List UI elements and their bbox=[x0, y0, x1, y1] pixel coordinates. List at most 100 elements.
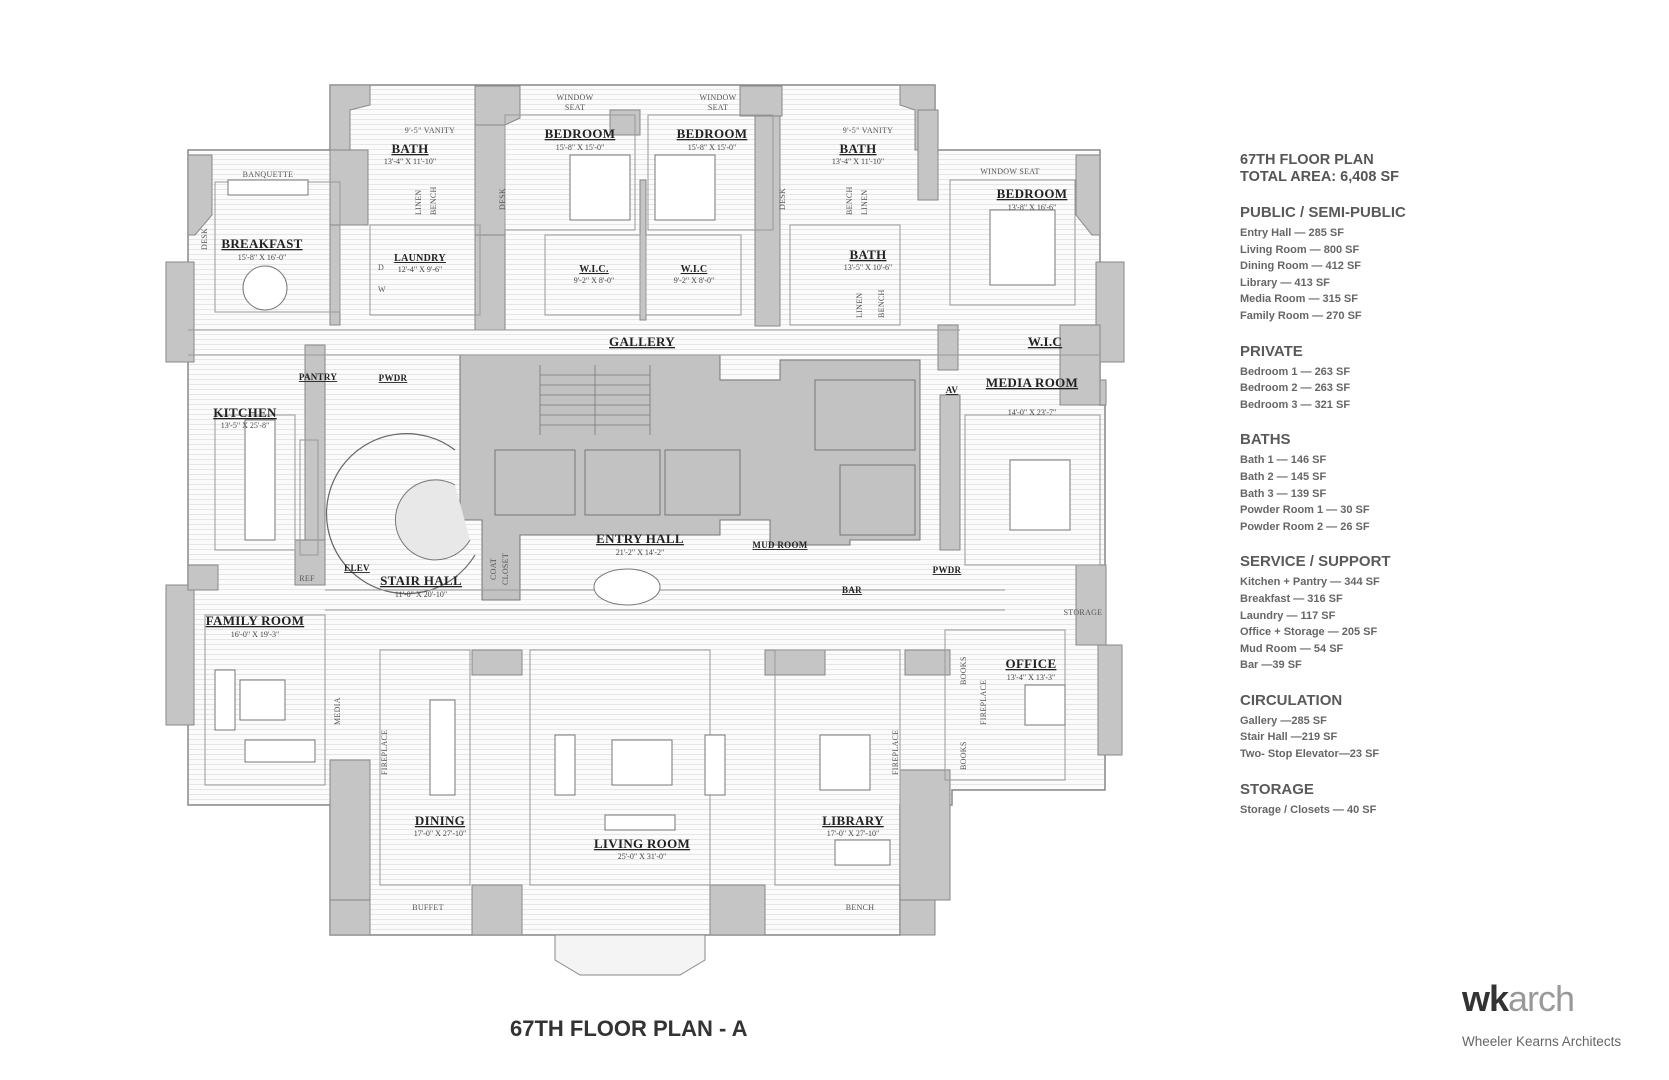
note-desk-1: DESK bbox=[200, 228, 209, 250]
note-banquette: BANQUETTE bbox=[243, 170, 294, 179]
legend-item: Bedroom 1 — 263 SF bbox=[1240, 365, 1351, 378]
legend-item: Mud Room — 54 SF bbox=[1240, 642, 1344, 655]
legend-title: 67TH FLOOR PLAN bbox=[1240, 152, 1374, 168]
room-label-bedroom-3: BEDROOM bbox=[997, 186, 1068, 201]
room-dim-library: 17'-0" X 27'-10" bbox=[827, 829, 880, 838]
legend-item: Bath 3 — 139 SF bbox=[1240, 487, 1327, 500]
note-closet: CLOSET bbox=[501, 553, 510, 585]
legend-item: Living Room — 800 SF bbox=[1240, 243, 1360, 256]
note-linen-2: LINEN bbox=[860, 190, 869, 216]
note-bench-3: BENCH bbox=[877, 289, 886, 318]
room-dim-bath-2: 13'-4" X 11'-10" bbox=[832, 157, 884, 166]
room-label-bath-3: BATH bbox=[849, 247, 886, 262]
legend-item: Library — 413 SF bbox=[1240, 276, 1330, 289]
note-desk-2: DESK bbox=[498, 188, 507, 210]
legend-item: Bedroom 2 — 263 SF bbox=[1240, 382, 1351, 395]
legend-item: Powder Room 2 — 26 SF bbox=[1240, 520, 1370, 533]
room-label-entry-hall: ENTRY HALL bbox=[596, 531, 684, 546]
note-vanity-1: 9'-5" VANITY bbox=[405, 126, 455, 135]
building-core bbox=[325, 354, 921, 601]
note-linen-3: LINEN bbox=[855, 293, 864, 319]
legend-heading: PUBLIC / SEMI-PUBLIC bbox=[1240, 204, 1406, 221]
legend-total-area: TOTAL AREA: 6,408 SF bbox=[1240, 169, 1399, 185]
room-dim-family-room: 16'-0" X 19'-3" bbox=[231, 630, 280, 639]
note-vanity-2: 9'-5" VANITY bbox=[843, 126, 893, 135]
note-bench-2: BENCH bbox=[845, 186, 854, 215]
legend-item: Breakfast — 316 SF bbox=[1240, 592, 1343, 605]
legend-sections: PUBLIC / SEMI-PUBLIC Entry Hall — 285 SF L… bbox=[1240, 204, 1470, 818]
legend-item: Powder Room 1 — 30 SF bbox=[1240, 504, 1370, 517]
room-dim-wic-2: 9'-2" X 8'-0" bbox=[674, 276, 715, 285]
note-desk-3: DESK bbox=[778, 188, 787, 210]
room-dim-living-room: 25'-0" X 31'-0" bbox=[618, 852, 667, 861]
room-label-elev: ELEV bbox=[344, 563, 370, 573]
room-label-pwdr-1: PWDR bbox=[379, 373, 408, 383]
room-label-stair-hall: STAIR HALL bbox=[380, 573, 462, 588]
room-label-wic-3: W.I.C bbox=[1028, 334, 1062, 349]
legend-item: Office + Storage — 205 SF bbox=[1240, 626, 1378, 639]
area-legend: 67TH FLOOR PLAN TOTAL AREA: 6,408 SF PUB… bbox=[1240, 152, 1470, 818]
legend-item: Media Room — 315 SF bbox=[1240, 293, 1358, 306]
legend-item: Entry Hall — 285 SF bbox=[1240, 227, 1344, 239]
room-dim-stair-hall: 11'-0" X 20'-10" bbox=[395, 590, 447, 599]
room-label-family-room: FAMILY ROOM bbox=[206, 613, 305, 628]
room-label-bath-1: BATH bbox=[391, 141, 428, 156]
room-dim-laundry: 12'-4" X 9'-6" bbox=[398, 265, 443, 274]
room-label-laundry: LAUNDRY bbox=[394, 253, 446, 264]
room-label-bath-2: BATH bbox=[839, 141, 876, 156]
sheet-title: 67TH FLOOR PLAN - A bbox=[510, 1016, 748, 1041]
room-label-office: OFFICE bbox=[1006, 656, 1057, 671]
legend-heading: CIRCULATION bbox=[1240, 691, 1343, 709]
room-labels: BREAKFAST 15'-8" X 16'-0" BATH 13'-4" X … bbox=[206, 126, 1078, 861]
logo-wk: wk bbox=[1462, 978, 1509, 1019]
note-bench: BENCH bbox=[846, 903, 875, 912]
legend-heading: BATHS bbox=[1240, 431, 1291, 449]
room-dim-kitchen: 13'-5" X 25'-8" bbox=[221, 421, 270, 430]
room-dim-bedroom-1: 15'-8" X 15'-0" bbox=[556, 143, 605, 152]
legend-item: Two- Stop Elevator—23 SF bbox=[1240, 748, 1380, 761]
note-fireplace-library: FIREPLACE bbox=[891, 730, 900, 775]
legend-item: Storage / Closets — 40 SF bbox=[1240, 803, 1377, 816]
room-label-kitchen: KITCHEN bbox=[213, 405, 277, 420]
legend-item: Bar —39 SF bbox=[1240, 659, 1302, 672]
firm-logo: wkarch bbox=[1462, 978, 1575, 1020]
legend-heading: SERVICE / SUPPORT bbox=[1240, 553, 1391, 571]
room-label-breakfast: BREAKFAST bbox=[221, 236, 302, 251]
note-buffet: BUFFET bbox=[412, 903, 444, 912]
note-books-2: BOOKS bbox=[959, 741, 968, 770]
room-label-av: AV bbox=[946, 385, 959, 395]
room-label-pantry: PANTRY bbox=[299, 372, 338, 382]
room-label-wic-1: W.I.C. bbox=[579, 264, 609, 275]
note-window-1: WINDOW bbox=[557, 93, 594, 102]
note-window-seat: WINDOW SEAT bbox=[980, 167, 1039, 176]
note-storage: STORAGE bbox=[1064, 608, 1103, 617]
note-fireplace-office: FIREPLACE bbox=[979, 680, 988, 725]
room-label-pwdr-2: PWDR bbox=[933, 565, 962, 575]
legend-item: Laundry — 117 SF bbox=[1240, 609, 1336, 622]
legend-item: Gallery —285 SF bbox=[1240, 714, 1327, 727]
legend-item: Bath 2 — 145 SF bbox=[1240, 470, 1327, 483]
note-linen-1: LINEN bbox=[414, 190, 423, 216]
note-seat-2: SEAT bbox=[708, 103, 728, 112]
room-dim-bath-3: 13'-5" X 10'-6" bbox=[844, 263, 893, 272]
furniture bbox=[214, 154, 1071, 866]
room-label-library: LIBRARY bbox=[822, 813, 884, 828]
legend-item: Family Room — 270 SF bbox=[1240, 309, 1362, 322]
room-label-bedroom-2: BEDROOM bbox=[677, 126, 748, 141]
room-label-living-room: LIVING ROOM bbox=[594, 836, 690, 851]
room-dim-bedroom-3: 13'-8" X 16'-6" bbox=[1008, 203, 1057, 212]
note-window-2: WINDOW bbox=[700, 93, 737, 102]
note-fireplace-dining: FIREPLACE bbox=[380, 730, 389, 775]
room-label-bar: BAR bbox=[842, 585, 862, 595]
room-label-dining: DINING bbox=[415, 813, 465, 828]
room-label-mud-room: MUD ROOM bbox=[752, 540, 807, 550]
room-dim-wic-1: 9'-2" X 8'-0" bbox=[574, 276, 615, 285]
room-label-media-room: MEDIA ROOM bbox=[986, 375, 1078, 390]
note-coat: COAT bbox=[489, 558, 498, 580]
room-dim-bath-1: 13'-4" X 11'-10" bbox=[384, 157, 436, 166]
room-dim-bedroom-2: 15'-8" X 15'-0" bbox=[688, 143, 737, 152]
room-label-gallery: GALLERY bbox=[609, 334, 675, 349]
room-dim-breakfast: 15'-8" X 16'-0" bbox=[238, 253, 287, 262]
room-label-bedroom-1: BEDROOM bbox=[545, 126, 616, 141]
